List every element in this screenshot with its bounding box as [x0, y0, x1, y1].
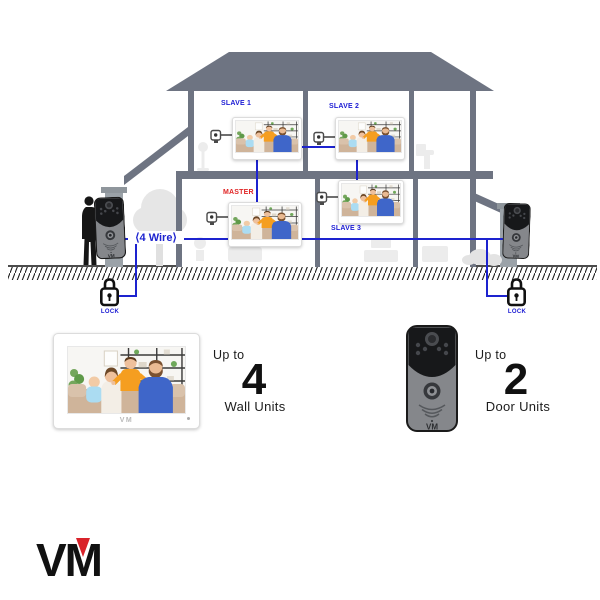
monitor-slave2 — [335, 117, 405, 160]
padlock-icon — [507, 278, 526, 307]
door-unit-count: 2 — [503, 355, 529, 404]
door-station-right — [502, 203, 531, 260]
monitor-slave1 — [232, 117, 302, 160]
wall-bracket-icon — [210, 129, 232, 143]
door-station-icon — [406, 325, 458, 432]
label-slave1: SLAVE 1 — [221, 100, 252, 107]
bezel-mic-dot — [187, 417, 190, 420]
ghost-furniture — [194, 142, 448, 262]
family-photo — [341, 183, 401, 217]
brand-logo-text: VM — [36, 534, 103, 586]
family-photo — [235, 120, 299, 153]
label-lock-left: LOCK — [100, 309, 120, 315]
wall-bracket-icon — [206, 211, 228, 225]
monitor-master — [228, 202, 302, 247]
brand-logo: VM — [36, 534, 103, 586]
bushes — [462, 249, 502, 266]
label-slave3: SLAVE 3 — [331, 225, 362, 232]
label-lock-right: LOCK — [507, 309, 527, 315]
family-photo — [67, 346, 186, 414]
wall-bracket-icon — [316, 191, 338, 205]
product-door-unit — [406, 325, 458, 432]
door-station-left — [94, 196, 127, 259]
wires — [117, 146, 507, 297]
family-photo — [231, 205, 299, 240]
wall-unit-count: 4 — [241, 355, 267, 404]
house-structure — [124, 52, 501, 267]
person-silhouette — [82, 196, 103, 265]
wire-label: ⟨4 Wire⟩ — [128, 231, 184, 244]
product-wall-unit: VM — [53, 333, 200, 429]
wall-unit-bezel-logo: VM — [119, 417, 134, 424]
door-unit-upto: Up to — [475, 348, 507, 362]
family-photo — [338, 120, 402, 153]
monitor-slave3 — [338, 180, 404, 224]
door-unit-name: Door Units — [485, 399, 551, 414]
wall-bracket-icon — [313, 131, 335, 145]
brand-logo-triangle — [76, 538, 90, 557]
label-master: MASTER — [223, 189, 254, 196]
door-station-icon — [94, 196, 127, 259]
label-slave2: SLAVE 2 — [329, 103, 360, 110]
door-station-icon — [502, 203, 531, 260]
padlock-icon — [100, 278, 119, 307]
wall-unit-name: Wall Units — [224, 399, 286, 414]
wall-unit-upto: Up to — [213, 348, 245, 362]
